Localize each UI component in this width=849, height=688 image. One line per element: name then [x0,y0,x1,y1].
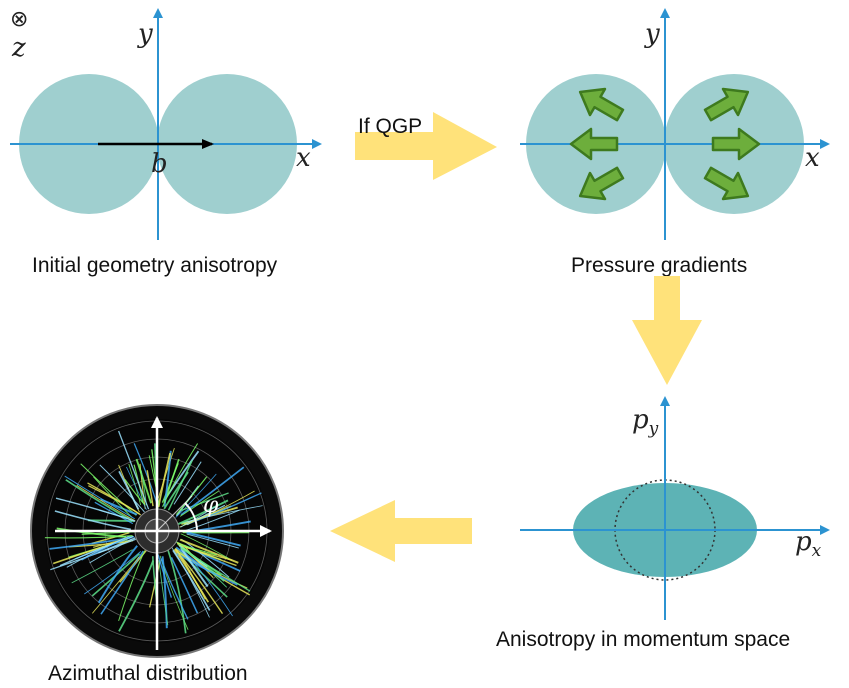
pressure-panel: x y Pressure gradients [520,8,830,277]
pressure-caption: Pressure gradients [571,254,747,277]
geometry-caption: Initial geometry anisotropy [32,254,278,277]
particle-track [179,544,233,561]
py-axis-label: py [632,405,659,439]
particle-track [71,549,133,584]
impact-parameter-label: b [151,149,168,179]
azimuthal-caption: Azimuthal distribution [48,662,248,685]
block-arrow-icon [330,500,472,562]
particle-track [158,560,169,626]
particle-track [54,510,132,531]
particle-track [99,464,145,513]
transition-arrow-to-pressure: If QGP [355,112,497,180]
phi-label: φ [203,493,219,518]
particle-track [128,463,142,506]
particle-track [50,538,137,571]
particle-track [180,547,251,592]
particle-track [162,443,199,508]
particle-track [180,546,233,617]
momentum-panel: px py Anisotropy in momentum space [496,396,830,651]
block-arrow-icon [355,112,497,180]
particle-track [59,535,134,567]
azimuthal-angle-ray [156,495,193,532]
particle-track [55,497,136,522]
particle-track [163,450,172,507]
y-axis-label: y [644,19,660,49]
particle-track [81,535,132,561]
particle-track [87,482,140,515]
z-axis-label: z [11,33,26,63]
particle-track [100,550,144,615]
particle-track [172,549,211,611]
particle-track [161,462,179,503]
particle-track [180,466,245,516]
particle-track [157,554,173,598]
particle-track [64,475,135,520]
particle-tracks [44,430,263,634]
particle-track [174,547,207,600]
particle-track [135,458,152,504]
particle-track [133,464,144,504]
azimuthal-panel: φ Azimuthal distribution [30,404,284,685]
particle-track [186,531,241,547]
px-axis-label: px [795,527,822,561]
transition-label: If QGP [358,115,422,138]
particle-track [91,553,141,597]
particle-track [167,549,187,634]
particle-track [167,460,193,511]
x-axis-label: x [296,143,311,173]
particle-track [170,556,199,614]
azimuthal-angle-arc [184,502,198,532]
particle-track [118,560,155,632]
particle-track [148,455,160,506]
particle-track [180,505,263,524]
particle-track [76,485,136,522]
momentum-caption: Anisotropy in momentum space [496,628,790,651]
particle-track [84,551,142,595]
particle-track [93,476,133,518]
particle-track [91,556,140,614]
x-axis-label: x [805,143,820,173]
particle-track [118,470,140,510]
particle-track [178,544,217,556]
particle-track [44,535,133,539]
particle-track [163,471,189,510]
particle-track [66,535,131,568]
y-axis-label: y [137,19,153,49]
circled-times-icon: ⊗ [10,7,28,32]
particle-track [177,499,229,526]
particle-track [179,490,220,517]
particle-track [179,490,255,528]
particle-track [97,545,138,604]
particle-track [146,470,154,507]
particle-track [124,479,146,506]
particle-track [117,430,150,510]
geometry-panel: x y b ⊗ z Initial geometry anisotropy [10,7,322,277]
particle-track [126,466,147,510]
particle-track [186,533,239,549]
particle-track [160,558,189,620]
particle-track [89,538,133,564]
particle-track [161,556,168,629]
block-arrow-icon [632,276,702,385]
particle-track [118,550,146,622]
particle-track [175,473,217,518]
particle-track [180,533,229,559]
particle-track [173,461,202,505]
